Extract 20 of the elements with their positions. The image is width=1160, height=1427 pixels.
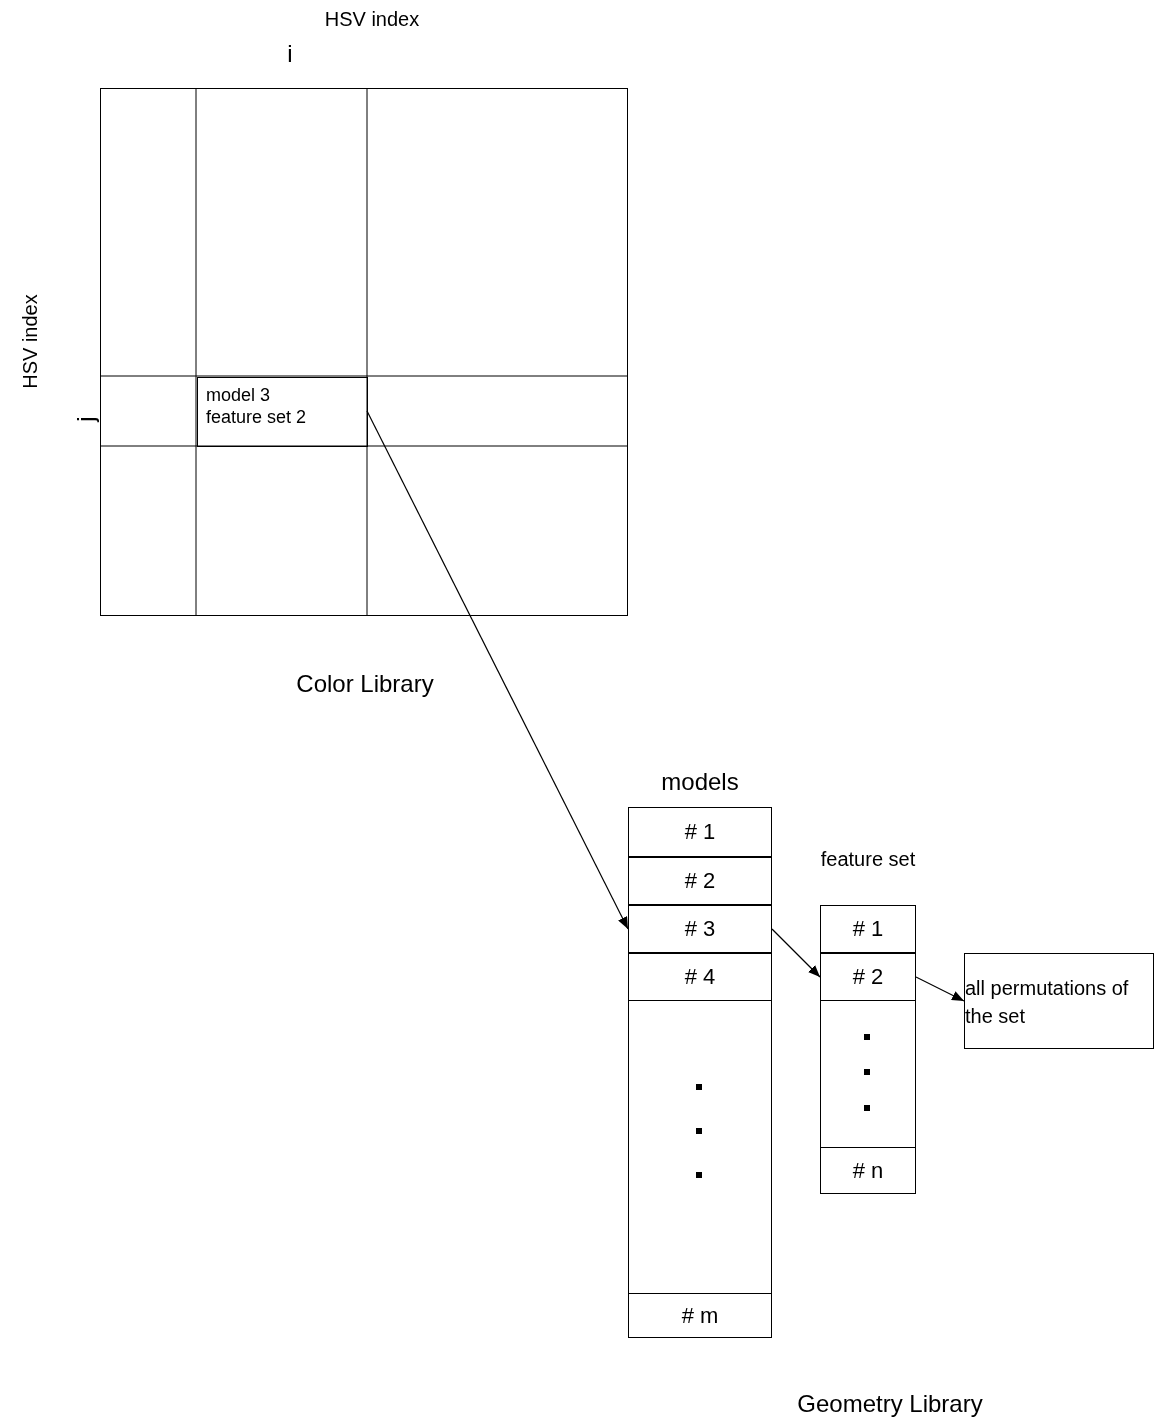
text-box — [964, 953, 1154, 1049]
arrow — [366, 410, 629, 930]
library-caption: Color Library — [295, 670, 435, 698]
grid-table — [100, 88, 628, 616]
column-heading: feature set — [820, 847, 916, 872]
axis-label: HSV index — [323, 8, 421, 31]
library-caption: Geometry Library — [796, 1390, 984, 1418]
table-row: # 4 — [628, 953, 772, 1001]
box-text: all permutations of the set — [965, 976, 1130, 1029]
table-row: # 2 — [820, 953, 916, 1001]
table-row: # 2 — [628, 857, 772, 905]
arrow — [771, 928, 821, 978]
table-row: # 3 — [628, 905, 772, 953]
axis-label: j — [72, 415, 100, 425]
cell-text: model 3 feature set 2 — [206, 384, 308, 428]
column-heading: models — [660, 767, 740, 797]
axis-label: HSV index — [18, 293, 42, 391]
arrow — [915, 976, 965, 1002]
axis-label: i — [286, 40, 294, 68]
table-cell — [197, 377, 368, 447]
